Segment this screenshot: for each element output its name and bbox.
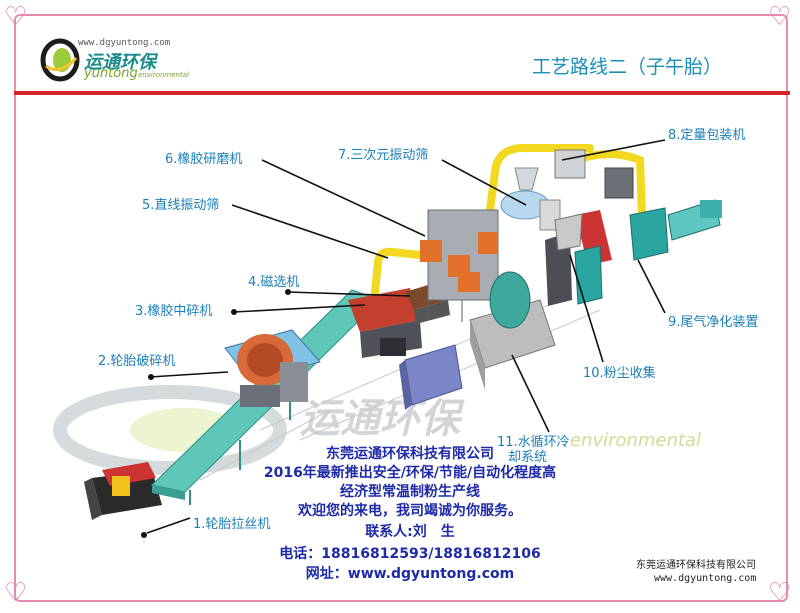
page-title: 工艺路线二（子午胎） xyxy=(532,56,723,78)
label-three-dimensional-screen: 7.三次元振动筛 xyxy=(338,148,429,163)
water-cooling-system xyxy=(469,271,556,390)
info-welcome: 欢迎您的来电，我司竭诚为你服务。 xyxy=(298,503,522,519)
info-company: 东莞运通环保科技有限公司 xyxy=(326,446,494,462)
company-logo xyxy=(40,36,210,86)
header-divider xyxy=(14,91,790,95)
info-product-line: 经济型常温制粉生产线 xyxy=(340,484,480,500)
label-rubber-medium-crusher: 3.橡胶中碎机 xyxy=(135,304,213,319)
heart-ornament-top-left: ♡ xyxy=(4,2,28,32)
leader-lines xyxy=(146,139,666,534)
rubber-medium-crusher xyxy=(348,288,422,358)
watermark-name-en: environmental xyxy=(570,430,701,451)
three-dimensional-vibrating-screen xyxy=(500,167,561,231)
label-tire-crusher: 2.轮胎破碎机 xyxy=(98,354,176,369)
tire-wire-drawing-machine xyxy=(84,462,162,520)
heart-ornament-bottom-right: ♡ xyxy=(768,578,792,608)
tire-crusher xyxy=(224,329,321,407)
control-cabinet xyxy=(399,344,463,410)
logo-name-cn: 运通环保 xyxy=(84,52,156,73)
info-contact: 联系人:刘 生 xyxy=(365,524,455,540)
logo-emblem-icon xyxy=(40,38,80,82)
exhaust-purification-unit xyxy=(629,199,722,261)
info-website: 网址：www.dgyuntong.com xyxy=(305,566,515,582)
label-magnetic-separator: 4.磁选机 xyxy=(248,275,300,290)
logo-sub-en: environmental xyxy=(138,71,189,79)
watermark-name-cn: 运通环保 xyxy=(300,396,465,442)
quantitative-packaging-machine xyxy=(554,149,634,265)
footer-url: www.dgyuntong.com xyxy=(654,573,757,584)
logo-url: www.dgyuntong.com xyxy=(78,38,171,48)
label-packaging-machine: 8.定量包装机 xyxy=(668,128,746,143)
heart-ornament-bottom-left: ♡ xyxy=(4,578,28,608)
label-exhaust-purification: 9.尾气净化装置 xyxy=(668,315,759,330)
label-linear-vibrating-screen: 5.直线振动筛 xyxy=(142,198,220,213)
label-water-cooling-line1: 11.水循环冷 xyxy=(497,435,570,450)
label-rubber-grinder: 6.橡胶研磨机 xyxy=(165,152,243,167)
label-water-cooling-line2: 却系统 xyxy=(508,450,548,465)
dust-collector xyxy=(545,213,603,306)
footer-company: 东莞运通环保科技有限公司 xyxy=(636,560,756,571)
label-tire-wire-drawing-machine: 1.轮胎拉丝机 xyxy=(193,517,271,532)
leader-dots xyxy=(141,289,291,538)
logo-name-en: yuntong xyxy=(84,66,138,81)
info-headline: 2016年最新推出安全/环保/节能/自动化程度高 xyxy=(263,465,557,481)
label-dust-collection: 10.粉尘收集 xyxy=(583,366,656,381)
page-frame xyxy=(14,14,788,602)
info-phone: 电话：18816812593/18816812106 xyxy=(279,546,541,562)
heart-ornament-top-right: ♡ xyxy=(768,2,792,32)
